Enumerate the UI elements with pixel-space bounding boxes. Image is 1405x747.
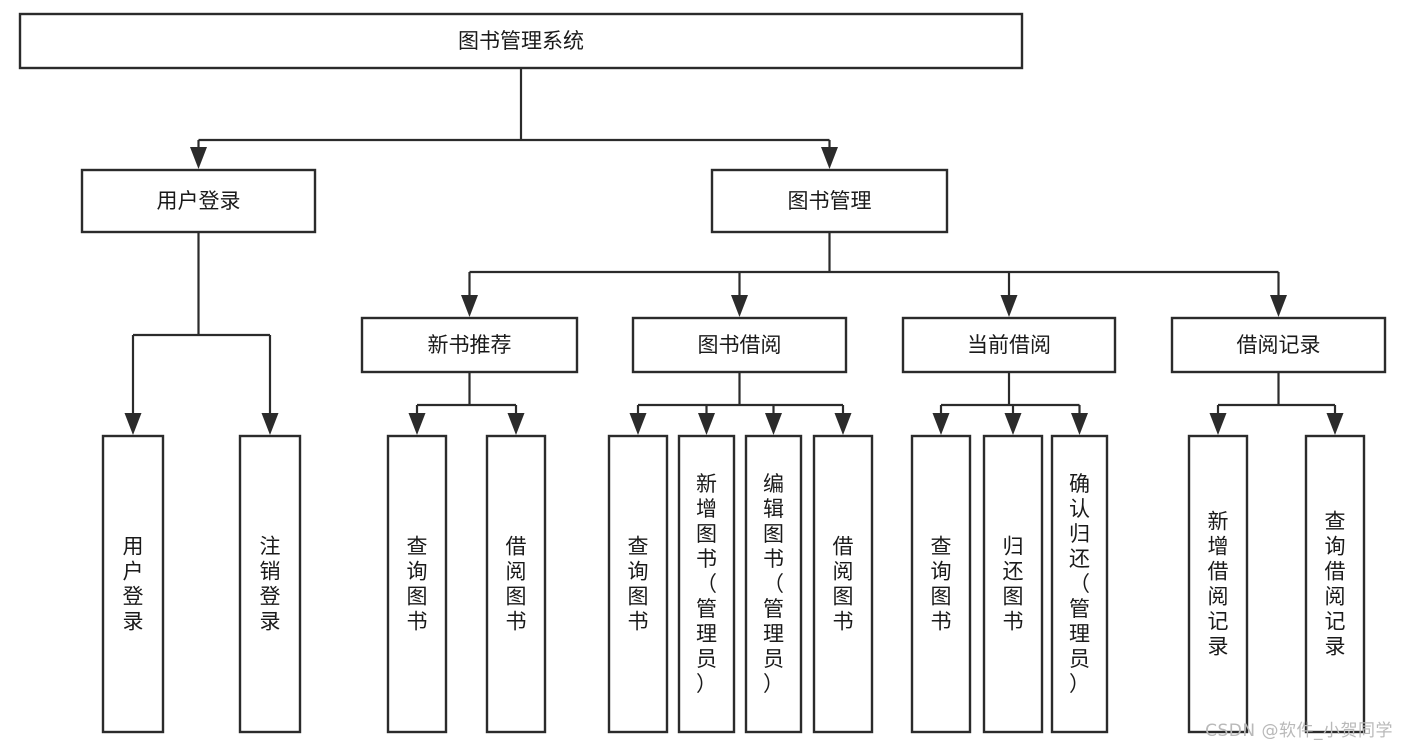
node-l2d[interactable]: 借阅记录	[1170, 316, 1387, 374]
node-label: 用户登录	[157, 189, 241, 213]
node-box[interactable]	[677, 434, 736, 734]
node-box[interactable]	[910, 434, 972, 734]
arrow-head	[261, 413, 279, 435]
node-box[interactable]	[80, 168, 317, 234]
node-box[interactable]	[238, 434, 302, 734]
node-label: 新增图书（管理员）	[696, 472, 717, 696]
arrow-head	[461, 295, 478, 317]
node-box[interactable]	[812, 434, 874, 734]
node-label: 借阅图书	[506, 535, 527, 634]
node-box[interactable]	[607, 434, 669, 734]
node-l1a[interactable]: 用户登录	[80, 168, 317, 234]
node-box[interactable]	[982, 434, 1044, 734]
node-box[interactable]	[744, 434, 803, 734]
node-box[interactable]	[901, 316, 1117, 374]
node-box[interactable]	[1304, 434, 1366, 734]
node-box[interactable]	[101, 434, 165, 734]
node-label: 图书借阅	[698, 333, 782, 357]
arrow-head	[1000, 295, 1018, 317]
node-l3_12[interactable]: 新增借阅记录	[1187, 434, 1249, 734]
node-box[interactable]	[1050, 434, 1109, 734]
node-label: 用户登录	[123, 535, 144, 634]
node-label: 新增借阅记录	[1208, 510, 1229, 659]
arrow-head	[765, 413, 782, 435]
node-box[interactable]	[1170, 316, 1387, 374]
node-l3_13[interactable]: 查询借阅记录	[1304, 434, 1366, 734]
connectors-layer	[124, 68, 1344, 435]
node-l3_07[interactable]: 编辑图书（管理员）	[744, 434, 803, 734]
node-label: 新书推荐	[428, 333, 512, 357]
node-box[interactable]	[1187, 434, 1249, 734]
arrow-head	[731, 295, 748, 317]
node-label: 查询图书	[931, 535, 952, 634]
node-label: 查询图书	[628, 535, 649, 634]
nodes-layer: 图书管理系统用户登录图书管理新书推荐图书借阅当前借阅借阅记录用户登录注销登录查询…	[18, 12, 1387, 734]
node-label: 编辑图书（管理员）	[763, 472, 784, 696]
node-l3_05[interactable]: 查询图书	[607, 434, 669, 734]
arrow-head	[1270, 295, 1287, 317]
arrow-head	[507, 413, 525, 435]
arrow-head	[408, 413, 426, 435]
node-l2c[interactable]: 当前借阅	[901, 316, 1117, 374]
arrow-head	[1209, 413, 1227, 435]
node-l3_08[interactable]: 借阅图书	[812, 434, 874, 734]
node-l3_02[interactable]: 注销登录	[238, 434, 302, 734]
node-l3_09[interactable]: 查询图书	[910, 434, 972, 734]
node-label: 当前借阅	[967, 333, 1051, 357]
node-root[interactable]: 图书管理系统	[18, 12, 1024, 70]
node-l3_03[interactable]: 查询图书	[386, 434, 448, 734]
csdn-watermark: CSDN @软件_小贺同学	[1205, 721, 1393, 741]
node-label: 查询图书	[407, 535, 428, 634]
node-label: 查询借阅记录	[1325, 510, 1346, 659]
node-label: 注销登录	[260, 535, 281, 634]
arrow-head	[698, 413, 715, 435]
arrow-head	[821, 147, 838, 169]
node-box[interactable]	[360, 316, 579, 374]
node-l3_10[interactable]: 归还图书	[982, 434, 1044, 734]
node-box[interactable]	[18, 12, 1024, 70]
node-box[interactable]	[485, 434, 547, 734]
arrow-head	[190, 147, 207, 169]
node-l3_11[interactable]: 确认归还（管理员）	[1050, 434, 1109, 734]
node-label: 借阅记录	[1237, 333, 1321, 357]
node-l2b[interactable]: 图书借阅	[631, 316, 848, 374]
node-l3_01[interactable]: 用户登录	[101, 434, 165, 734]
arrow-head	[932, 413, 950, 435]
node-label: 归还图书	[1003, 535, 1024, 634]
node-l3_04[interactable]: 借阅图书	[485, 434, 547, 734]
arrow-head	[629, 413, 647, 435]
arrow-head	[1326, 413, 1344, 435]
node-label: 图书管理系统	[458, 29, 584, 53]
node-box[interactable]	[710, 168, 949, 234]
node-label: 借阅图书	[833, 535, 854, 634]
node-label: 确认归还（管理员）	[1069, 472, 1090, 696]
arrow-head	[834, 413, 852, 435]
node-l3_06[interactable]: 新增图书（管理员）	[677, 434, 736, 734]
node-box[interactable]	[631, 316, 848, 374]
node-box[interactable]	[386, 434, 448, 734]
arrow-head	[1004, 413, 1022, 435]
node-l2a[interactable]: 新书推荐	[360, 316, 579, 374]
node-label: 图书管理	[788, 189, 872, 213]
node-l1b[interactable]: 图书管理	[710, 168, 949, 234]
arrow-head	[124, 413, 142, 435]
arrow-head	[1071, 413, 1088, 435]
